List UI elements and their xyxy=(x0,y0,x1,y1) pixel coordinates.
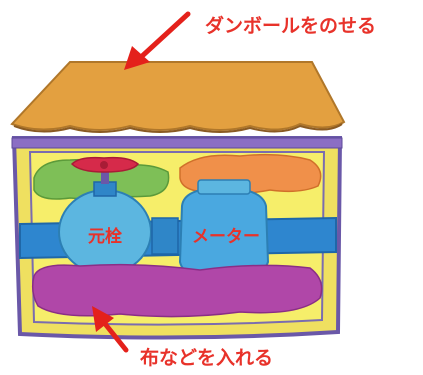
valve-stem xyxy=(101,170,109,184)
purple-cloth xyxy=(31,263,323,318)
pipe-joint xyxy=(151,217,179,255)
valve-handle-icon xyxy=(70,156,140,173)
main-valve-neck xyxy=(93,181,117,197)
main-valve-label: 元栓 xyxy=(88,226,122,247)
arrow-down-left-icon xyxy=(124,11,191,70)
arrow-up-left-icon xyxy=(92,306,129,353)
roof-wave-trim xyxy=(13,123,343,133)
bottom-annotation: 布などを入れる xyxy=(140,346,273,369)
meter-label: メーター xyxy=(192,227,260,247)
meter-cap xyxy=(197,179,251,195)
box-top-band xyxy=(11,137,343,149)
cardboard-roof xyxy=(10,61,346,131)
top-annotation: ダンボールをのせる xyxy=(205,14,376,37)
